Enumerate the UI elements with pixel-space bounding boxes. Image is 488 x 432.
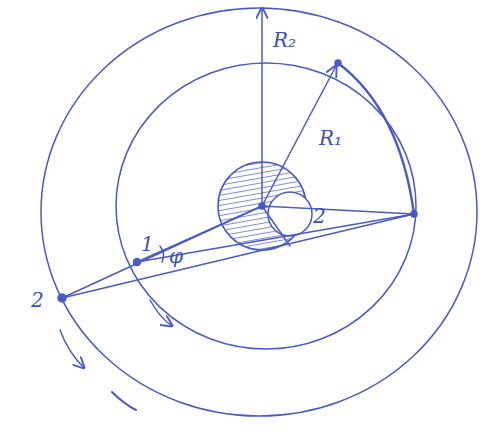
point-number: 2 (312, 206, 327, 226)
outer-orbit (41, 8, 477, 416)
r2-arrow (261, 8, 263, 206)
inner-orbit (116, 63, 416, 349)
inner-disc (268, 192, 312, 236)
transfer-arc (338, 63, 414, 214)
point-number: 2 (30, 290, 45, 310)
point-number: 1 (140, 234, 155, 254)
angle-label: φ (168, 246, 184, 266)
radius-label: R₁ (318, 128, 343, 148)
radius-label: R₂ (272, 30, 297, 50)
